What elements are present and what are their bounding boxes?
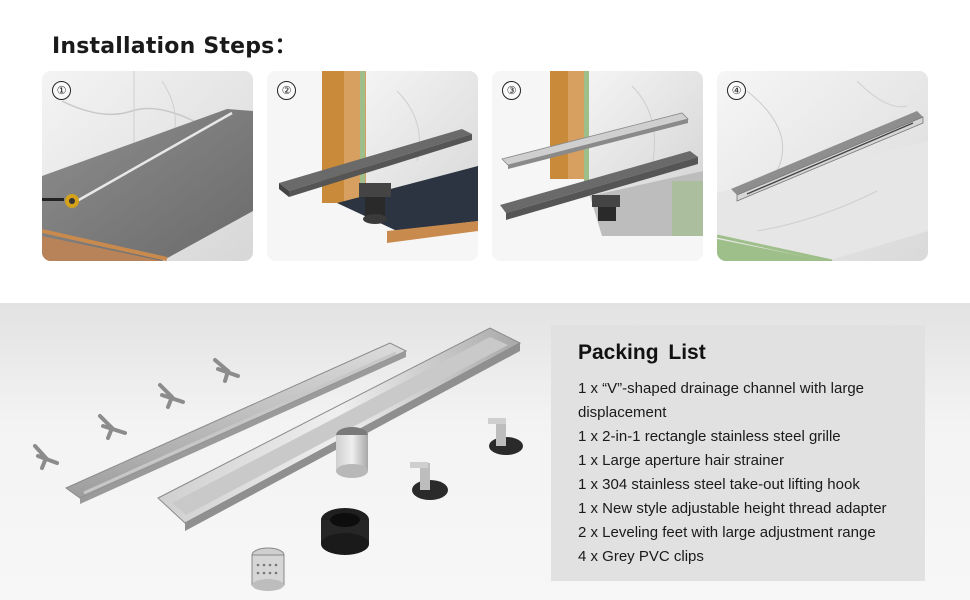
- list-item: 1 x 304 stainless steel take-out lifting…: [578, 476, 860, 493]
- step-number-1: ①: [52, 81, 71, 100]
- thread-adapter: [321, 508, 369, 555]
- installation-step-4-image: ④: [717, 71, 928, 261]
- packing-list-title: Packing List: [578, 341, 706, 364]
- step-3-illustration: [492, 71, 703, 261]
- list-item: 4 x Grey PVC clips: [578, 548, 704, 565]
- hair-strainer: [251, 547, 285, 591]
- product-components-photo: [33, 327, 523, 591]
- packing-list-panel: Packing List 1 x “V”-shaped drainage cha…: [551, 325, 925, 581]
- step-number-2: ②: [277, 81, 296, 100]
- installation-step-2-image: ②: [267, 71, 478, 261]
- page-title: Installation Steps：: [52, 34, 297, 59]
- list-item: 1 x Large aperture hair strainer: [578, 452, 784, 469]
- installation-step-3-image: ③: [492, 71, 703, 261]
- step-number-4: ④: [727, 81, 746, 100]
- step-number-3: ③: [502, 81, 521, 100]
- step-1-illustration: [42, 71, 253, 261]
- list-item: 1 x 2-in-1 rectangle stainless steel gri…: [578, 428, 841, 445]
- installation-step-1-image: ①: [42, 71, 253, 261]
- step-4-illustration: [717, 71, 928, 261]
- packing-list: 1 x “V”-shaped drainage channel with lar…: [578, 377, 918, 569]
- grey-pvc-clips: [33, 358, 240, 470]
- list-item: 1 x “V”-shaped drainage channel with lar…: [578, 380, 865, 421]
- list-item: 2 x Leveling feet with large adjustment …: [578, 524, 876, 541]
- product-section: Packing List 1 x “V”-shaped drainage cha…: [0, 303, 970, 600]
- step-2-illustration: [267, 71, 478, 261]
- list-item: 1 x New style adjustable height thread a…: [578, 500, 887, 517]
- leveling-feet: [410, 418, 523, 500]
